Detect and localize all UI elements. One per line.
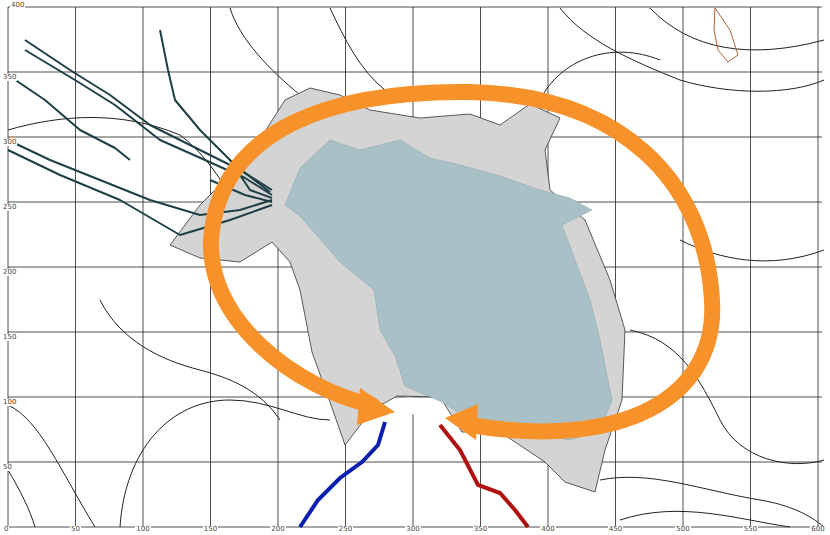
arrow-stroke [211,92,712,431]
grid-line [8,72,822,73]
contour-line [230,8,300,95]
contour-line [540,52,660,100]
axis-tick-label: 500 [675,526,690,533]
stream-lines [8,30,272,235]
small-contour [714,8,738,62]
axis-tick-label: 100 [2,399,17,406]
axis-tick-label: 50 [70,526,81,533]
circulation-arrow [211,92,712,440]
contour-line [650,8,824,50]
contour-line [8,405,95,527]
arrowhead [445,404,478,440]
axis-tick-label: 400 [540,526,555,533]
axis-tick-label: 100 [135,526,150,533]
blue-line [300,422,385,527]
contour-line [620,511,790,527]
stream-line [8,75,130,160]
axis-tick-label: 150 [203,526,218,533]
axis-tick-label: 300 [2,139,17,146]
contour-line [8,470,35,527]
axis-tick-label: 450 [608,526,623,533]
contour-line [100,300,280,420]
arrowhead [357,388,395,425]
axis-tick-label: 50 [2,464,13,471]
contour-line [600,477,824,527]
axis-tick-label: 350 [473,526,488,533]
grid-line [8,7,822,8]
contour-line [560,8,824,91]
axis-tick-label: 0 [3,526,9,533]
axis-tick-label: 150 [2,334,17,341]
grid-line [8,462,822,463]
axis-tick-label: 300 [405,526,420,533]
contour-line [330,8,385,90]
axis-tick-label: 200 [270,526,285,533]
contour-lines [8,8,824,527]
lake-gap [390,398,430,416]
stream-line [160,30,270,192]
axis-tick-label: 400 [10,2,25,9]
axis-tick-label: 350 [2,74,17,81]
axis-tick-label: 550 [743,526,758,533]
red-line [440,425,528,527]
axis-tick-label: 600 [810,526,825,533]
axis-tick-label: 200 [2,269,17,276]
axis-tick-label: 250 [338,526,353,533]
axis-tick-label: 250 [2,204,17,211]
contour-line [120,400,330,527]
